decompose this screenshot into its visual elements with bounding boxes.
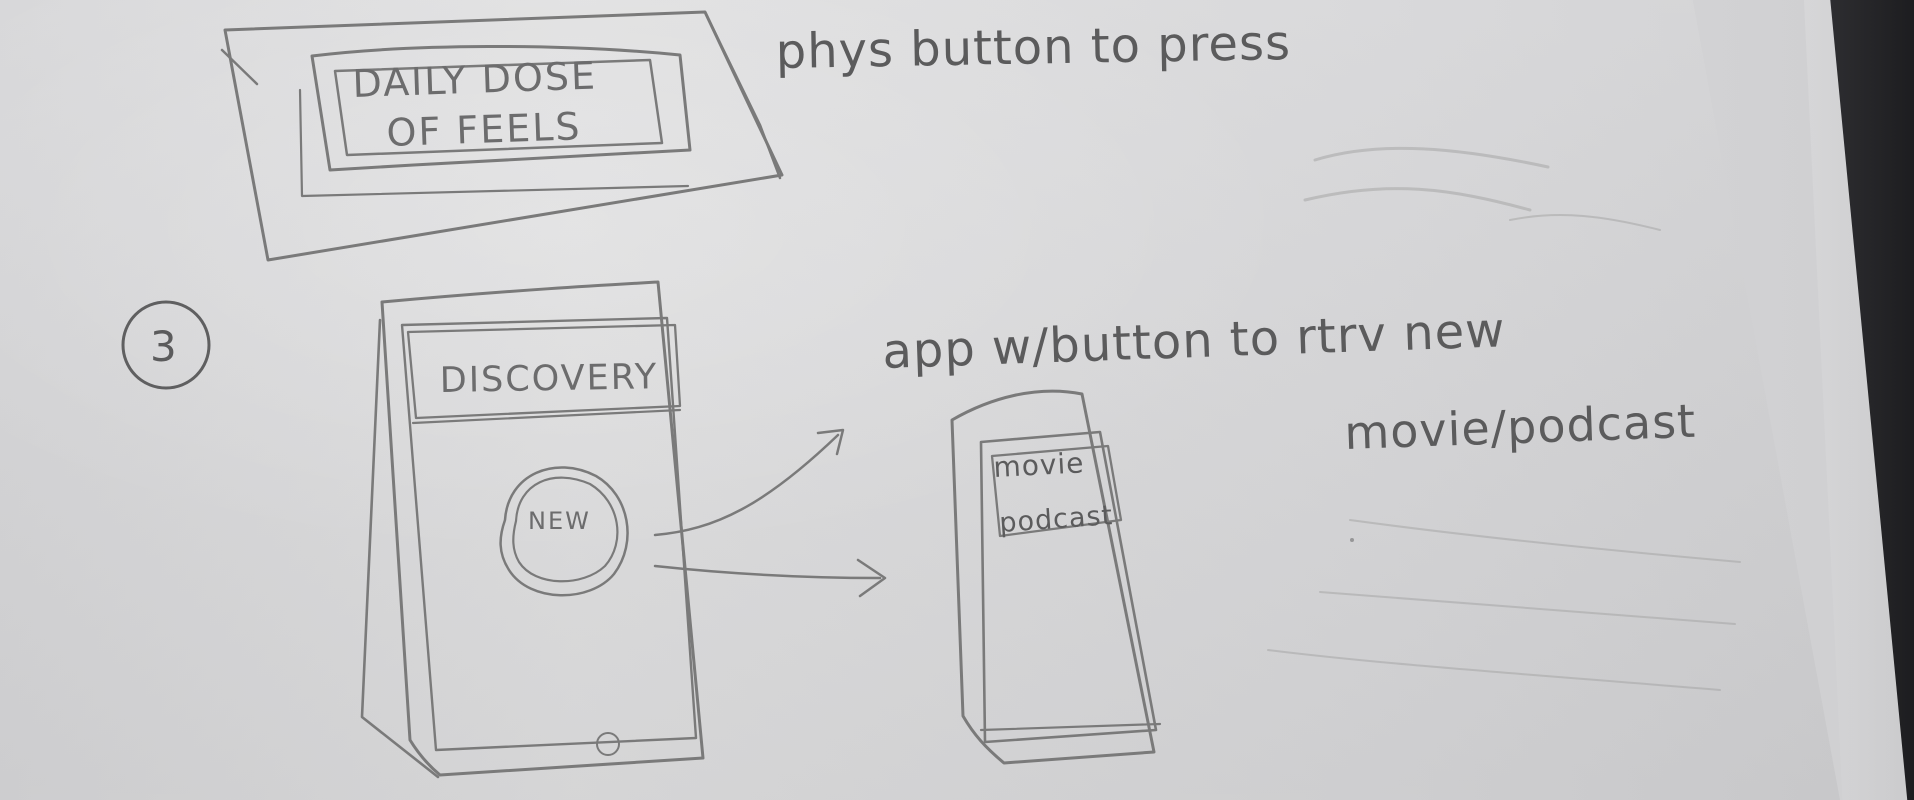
paper-sheet [0, 0, 1840, 800]
pencil-dot [1350, 538, 1354, 542]
result-screen-line-2: podcast [998, 500, 1114, 539]
result-screen-line-1: movie [993, 446, 1086, 484]
button-text-line-2: OF FEELS [386, 104, 582, 155]
faint-background-marks [1267, 146, 1741, 691]
button-text-line-1: DAILY DOSE [352, 53, 598, 106]
step-number: 3 [150, 322, 178, 371]
app-note-line-1: app w/button to rtrv new [881, 302, 1506, 380]
step-three-badge: 3 [121, 300, 211, 390]
phone-header: DISCOVERY [439, 357, 658, 401]
result-screen-sketch: movie podcast [950, 389, 1162, 765]
flow-arrows [653, 428, 887, 598]
discover-phone-sketch: DISCOVERY NEW [360, 280, 705, 779]
step-three-notes: app w/button to rtrv new movie/podcast [881, 302, 1696, 460]
physical-button-sketch: DAILY DOSE OF FEELS phys button to press [220, 10, 1291, 262]
physical-button-note: phys button to press [775, 15, 1291, 80]
new-button-label: NEW [528, 507, 591, 535]
app-note-line-2: movie/podcast [1343, 394, 1696, 460]
